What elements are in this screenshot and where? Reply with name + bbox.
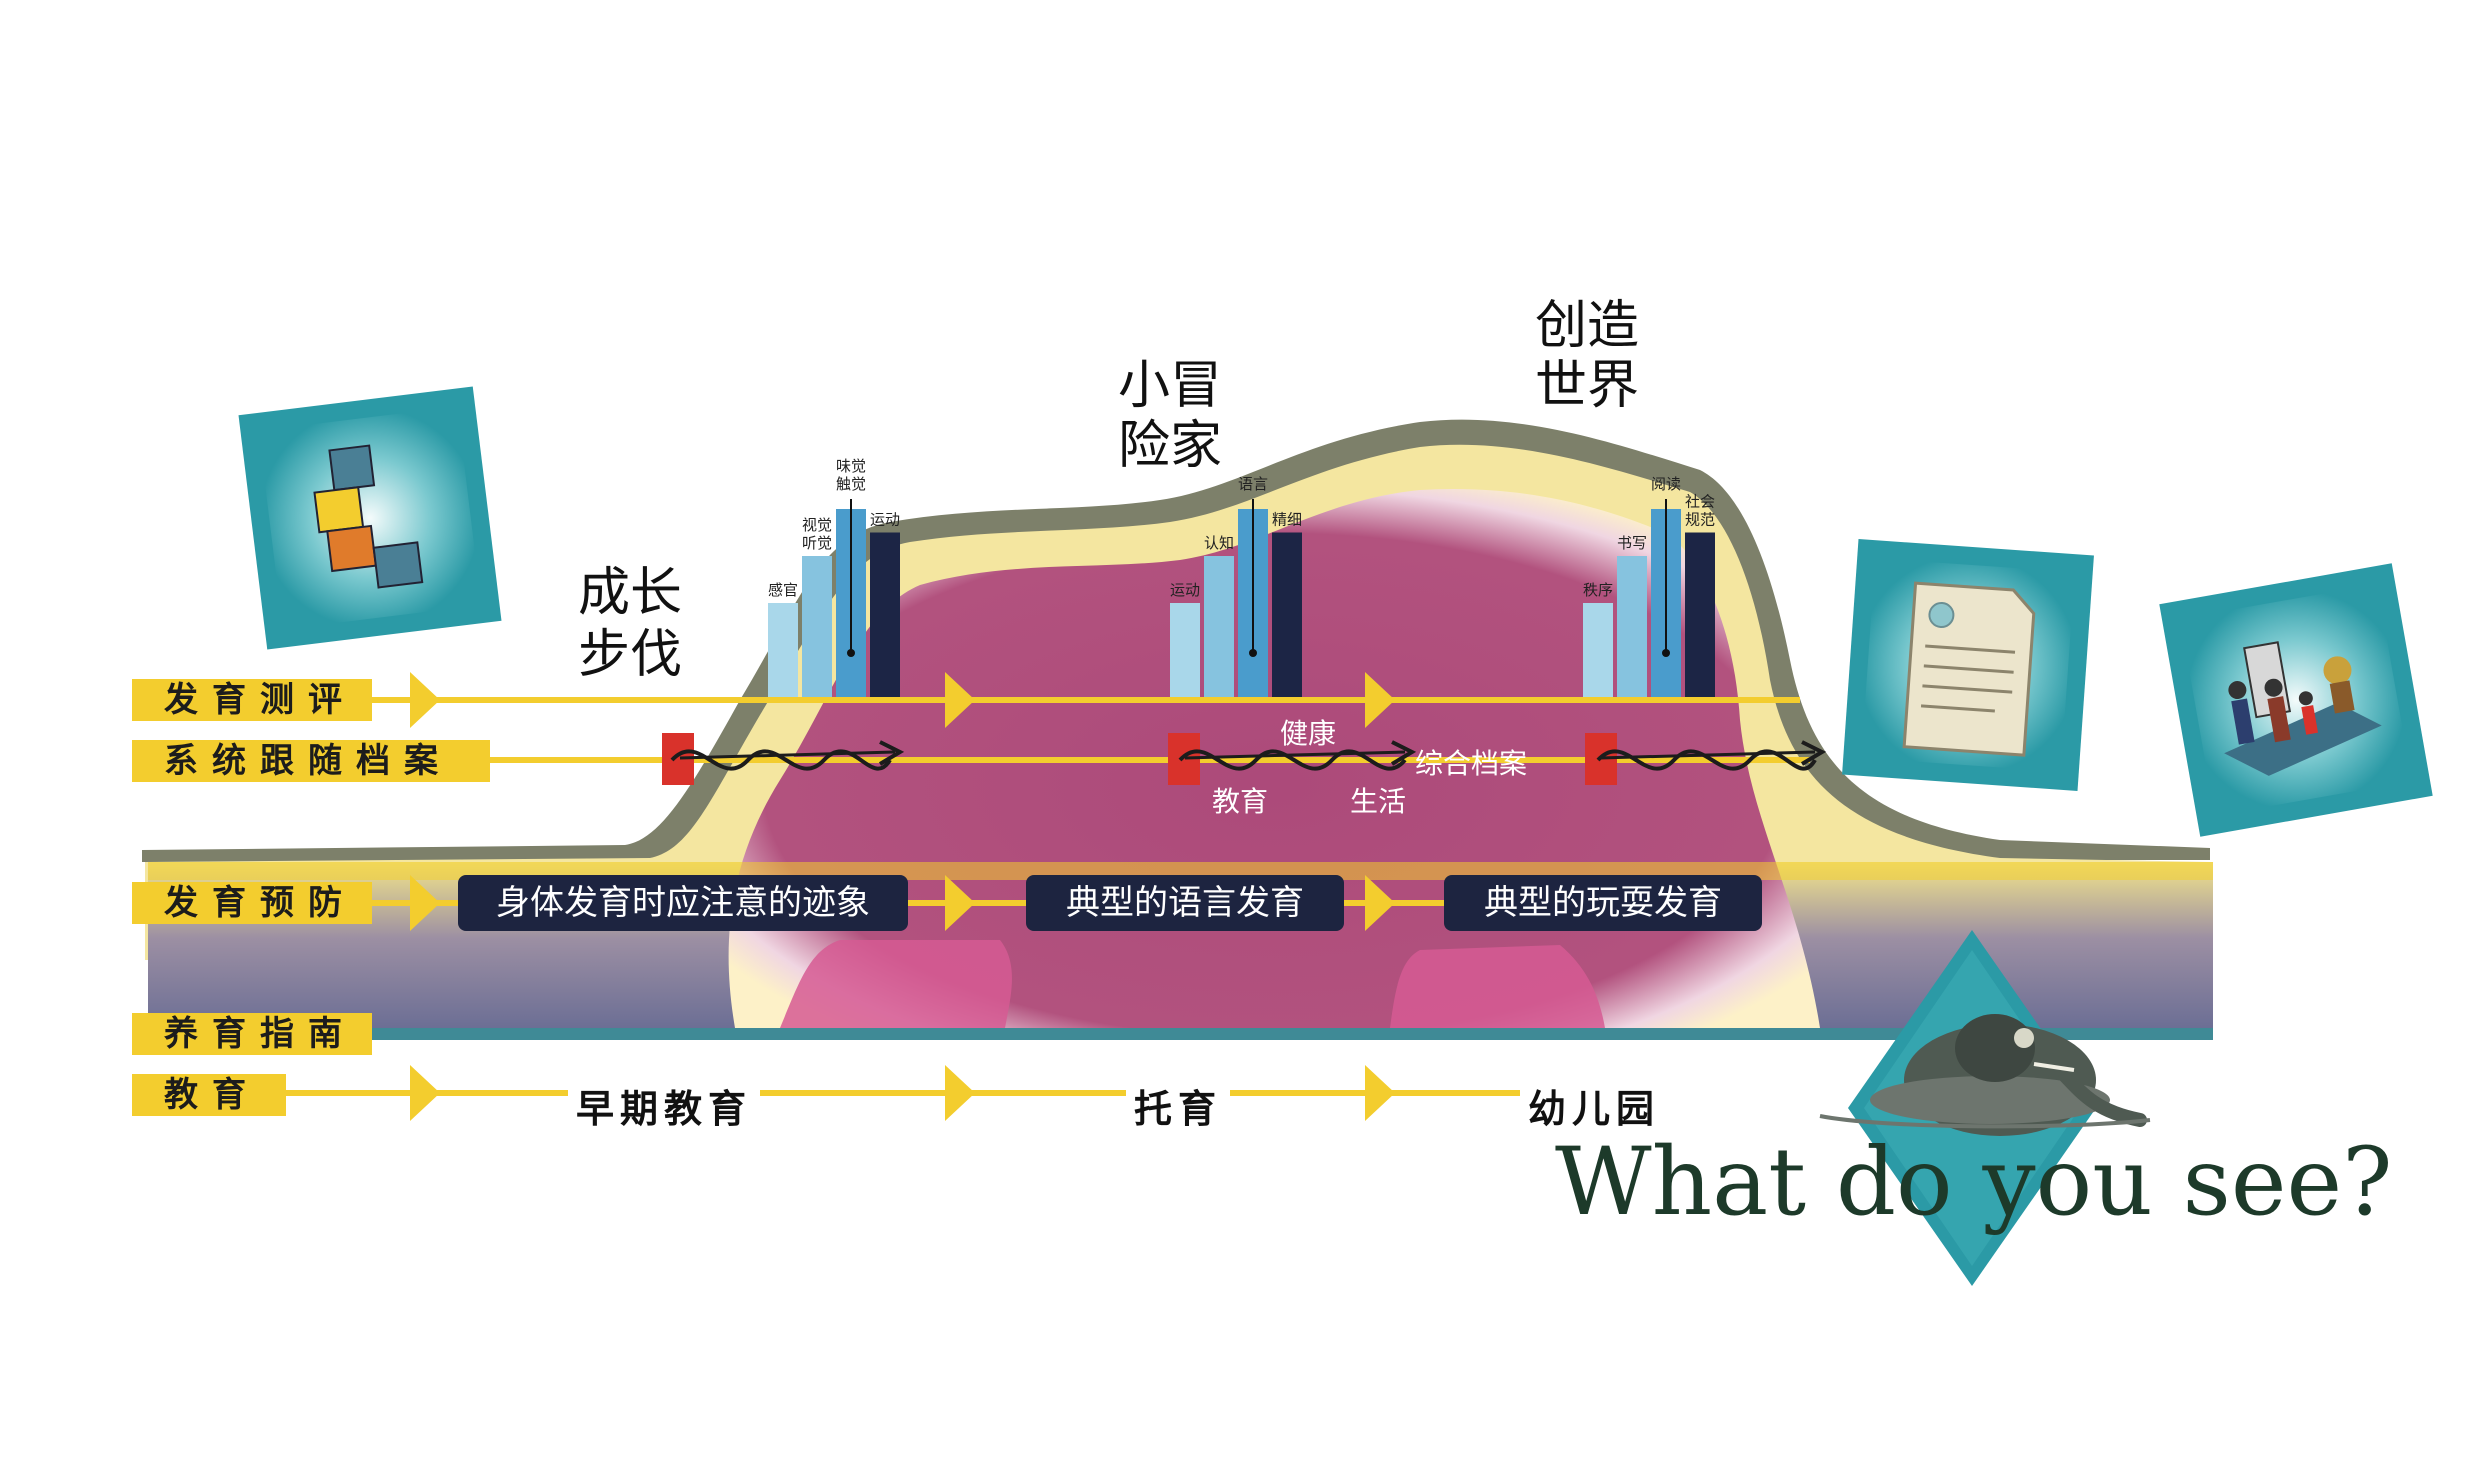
bar-growth-0: [768, 603, 798, 697]
prevention-item-language: 典型的语言发育: [1026, 875, 1344, 931]
bar-growth-3: [870, 532, 900, 697]
row-label-assessment: 发育测评: [132, 679, 372, 721]
bar-label-growth-1: 听觉: [802, 534, 832, 552]
row-label-archive: 系统跟随档案: [132, 740, 490, 782]
row-label-prevention: 发育预防: [132, 882, 372, 924]
bar-label-explorer-2: 语言: [1238, 475, 1268, 493]
prevention-item-body: 身体发育时应注意的迹象: [458, 875, 908, 931]
bar-pointer-dot: [1249, 649, 1257, 657]
hill-pink-inner: [780, 940, 1605, 1028]
bar-label-creator-1: 书写: [1617, 534, 1647, 552]
arrow-icon: [945, 1065, 975, 1121]
education-stage-nursery: 托育: [1126, 1084, 1231, 1134]
stage-title-creator-line2: 世界: [1535, 356, 1640, 416]
archive-straight: [1599, 750, 1816, 760]
bar-label-growth-2: 味觉: [836, 457, 866, 475]
arrow-icon: [945, 875, 975, 931]
archive-label-health: 健康: [1280, 717, 1337, 750]
stage-title-explorer-line1: 小冒: [1118, 356, 1223, 416]
bar-pointer-dot: [847, 649, 855, 657]
archive-straight: [1184, 750, 1406, 760]
bar-creator-1: [1617, 556, 1647, 697]
stage-title-creator-line1: 创造: [1535, 296, 1640, 356]
arrow-markers: [410, 672, 1395, 1121]
arrow-icon: [1365, 672, 1395, 728]
wave-line: [1596, 749, 1817, 771]
bar-label-explorer-1: 认知: [1204, 534, 1234, 552]
bar-label-creator-3: 规范: [1685, 511, 1715, 529]
ground-line: [148, 1028, 2213, 1040]
document-card-icon: [1842, 539, 2094, 791]
archive-label-life: 生活: [1350, 785, 1407, 818]
arrow-icon: [410, 672, 440, 728]
bar-creator-0: [1583, 603, 1613, 697]
arrowhead-icon: [878, 740, 905, 766]
stage-title-growth-line1: 成长: [578, 563, 683, 623]
bar-label-creator-0: 秩序: [1583, 581, 1613, 599]
archive-straight: [679, 750, 896, 760]
prevention-item-play: 典型的玩耍发育: [1444, 875, 1762, 931]
wave-line: [1178, 749, 1407, 771]
bar-growth-1: [802, 556, 832, 697]
wave-line: [670, 749, 892, 771]
bar-label-explorer-3: 精细: [1272, 511, 1302, 529]
bar-label-creator-2: 阅读: [1651, 475, 1681, 493]
bar-label-growth-1: 视觉: [802, 516, 832, 534]
bar-label-explorer-0: 运动: [1170, 581, 1200, 599]
bar-label-growth-2: 触觉: [836, 475, 866, 493]
bar-explorer-3: [1272, 532, 1302, 697]
archive-label-education: 教育: [1212, 785, 1269, 818]
stage-title-explorer-line2: 险家: [1118, 416, 1223, 476]
arrow-icon: [945, 672, 975, 728]
education-stage-kindergarten: 幼儿园: [1520, 1084, 1669, 1134]
archive-label-comprehensive: 综合档案: [1415, 747, 1528, 780]
elephant-icon: [1819, 930, 2151, 1286]
family-card-icon: [2159, 563, 2433, 837]
bar-label-growth-3: 运动: [870, 511, 900, 529]
row-label-education: 教育: [132, 1074, 286, 1116]
blocks-card-icon: [238, 386, 502, 650]
tagline: What do you see?: [1555, 1128, 2393, 1237]
archive-markers: [662, 733, 1827, 785]
bar-creator-3: [1685, 532, 1715, 697]
education-stage-early: 早期教育: [568, 1084, 761, 1134]
arrow-icon: [410, 1065, 440, 1121]
row-label-guide: 养育指南: [132, 1013, 372, 1055]
arrowhead-icon: [1800, 740, 1827, 766]
bar-explorer-1: [1204, 556, 1234, 697]
arrowhead-icon: [1390, 740, 1417, 766]
stage-title-growth-line2: 步伐: [578, 625, 683, 685]
bar-pointer-dot: [1662, 649, 1670, 657]
bar-label-creator-3: 社会: [1685, 493, 1715, 511]
arrow-icon: [410, 875, 440, 931]
bar-label-growth-0: 感官: [768, 581, 798, 599]
arrow-icon: [1365, 1065, 1395, 1121]
arrow-icon: [1365, 875, 1395, 931]
bar-explorer-0: [1170, 603, 1200, 697]
